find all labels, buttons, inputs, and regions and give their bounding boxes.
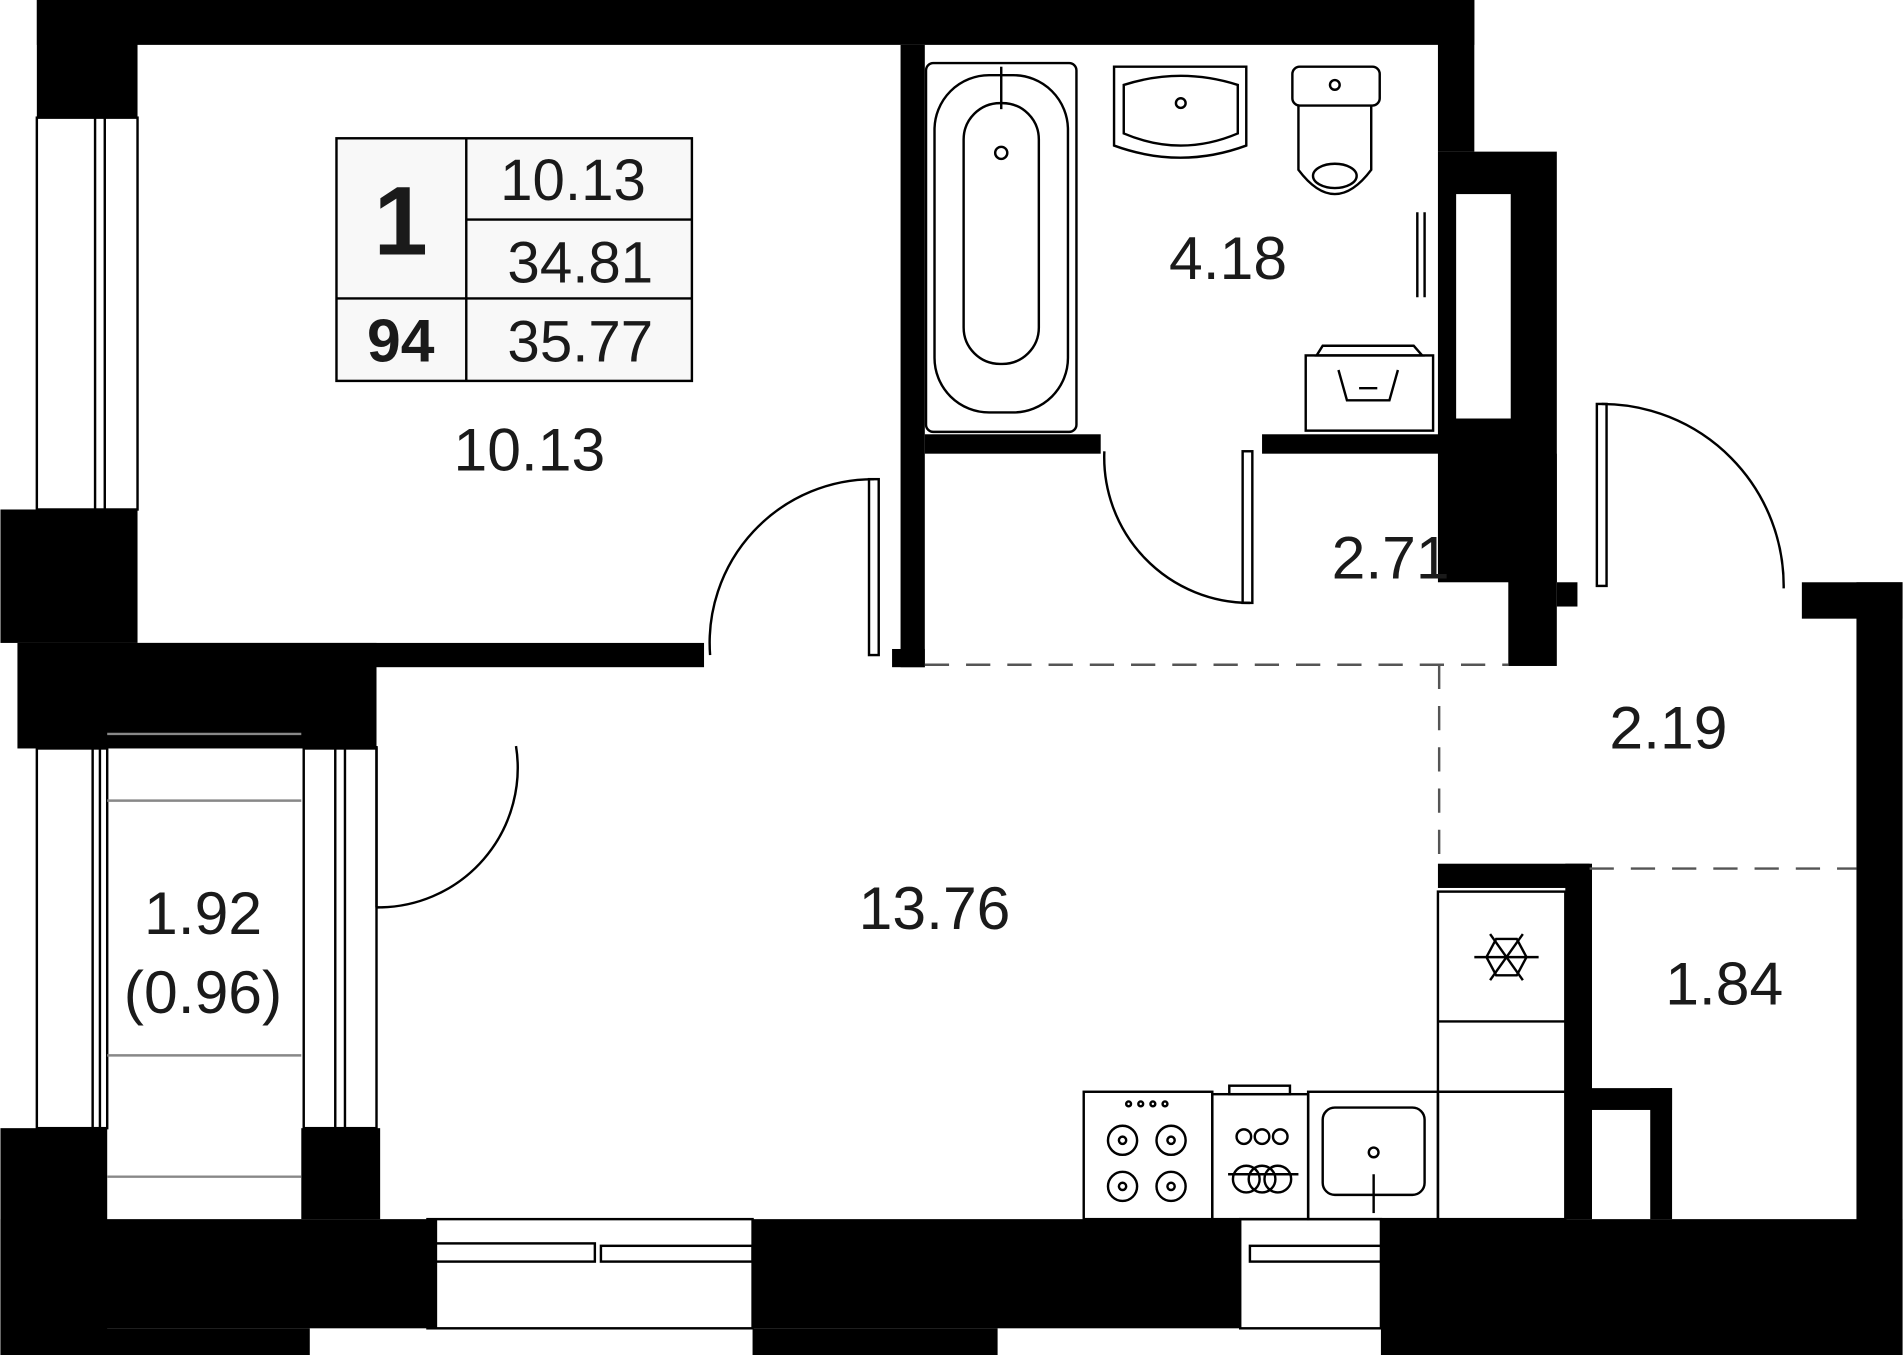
room-area-kitchen-living: 13.76 [859, 874, 1011, 942]
room-area-storage: 2.71 [1332, 524, 1450, 592]
towel-rail-icon [1416, 212, 1426, 298]
sink-icon [1112, 65, 1248, 159]
room-area-balcony-reduced: (0.96) [124, 958, 282, 1026]
oven-icon [1211, 1084, 1310, 1221]
zone-dividers [924, 663, 1857, 870]
fridge-snowflake-icon [1474, 933, 1539, 981]
summary-table: 1 94 10.13 34.81 35.77 [335, 137, 694, 383]
room-area-hallway: 2.19 [1609, 693, 1727, 761]
total-area-with-balcony: 35.77 [507, 309, 653, 374]
apartment-number: 94 [367, 306, 435, 374]
bathtub-icon [924, 61, 1078, 434]
stove-icon [1082, 1090, 1214, 1221]
windows [35, 116, 1385, 1330]
room-area-balcony: 1.92 [144, 879, 262, 947]
washing-machine-icon [1304, 344, 1435, 432]
toilet-icon [1291, 65, 1381, 196]
living-area: 10.13 [500, 148, 646, 213]
room-area-entry: 1.84 [1665, 949, 1783, 1017]
balcony-floor [107, 732, 302, 1178]
room-area-bathroom: 4.18 [1169, 224, 1287, 292]
total-area: 34.81 [507, 231, 653, 296]
kitchen-counter [1306, 890, 1567, 1221]
rooms-count: 1 [374, 167, 428, 276]
room-area-bedroom: 10.13 [453, 416, 605, 484]
doors [375, 402, 1785, 909]
